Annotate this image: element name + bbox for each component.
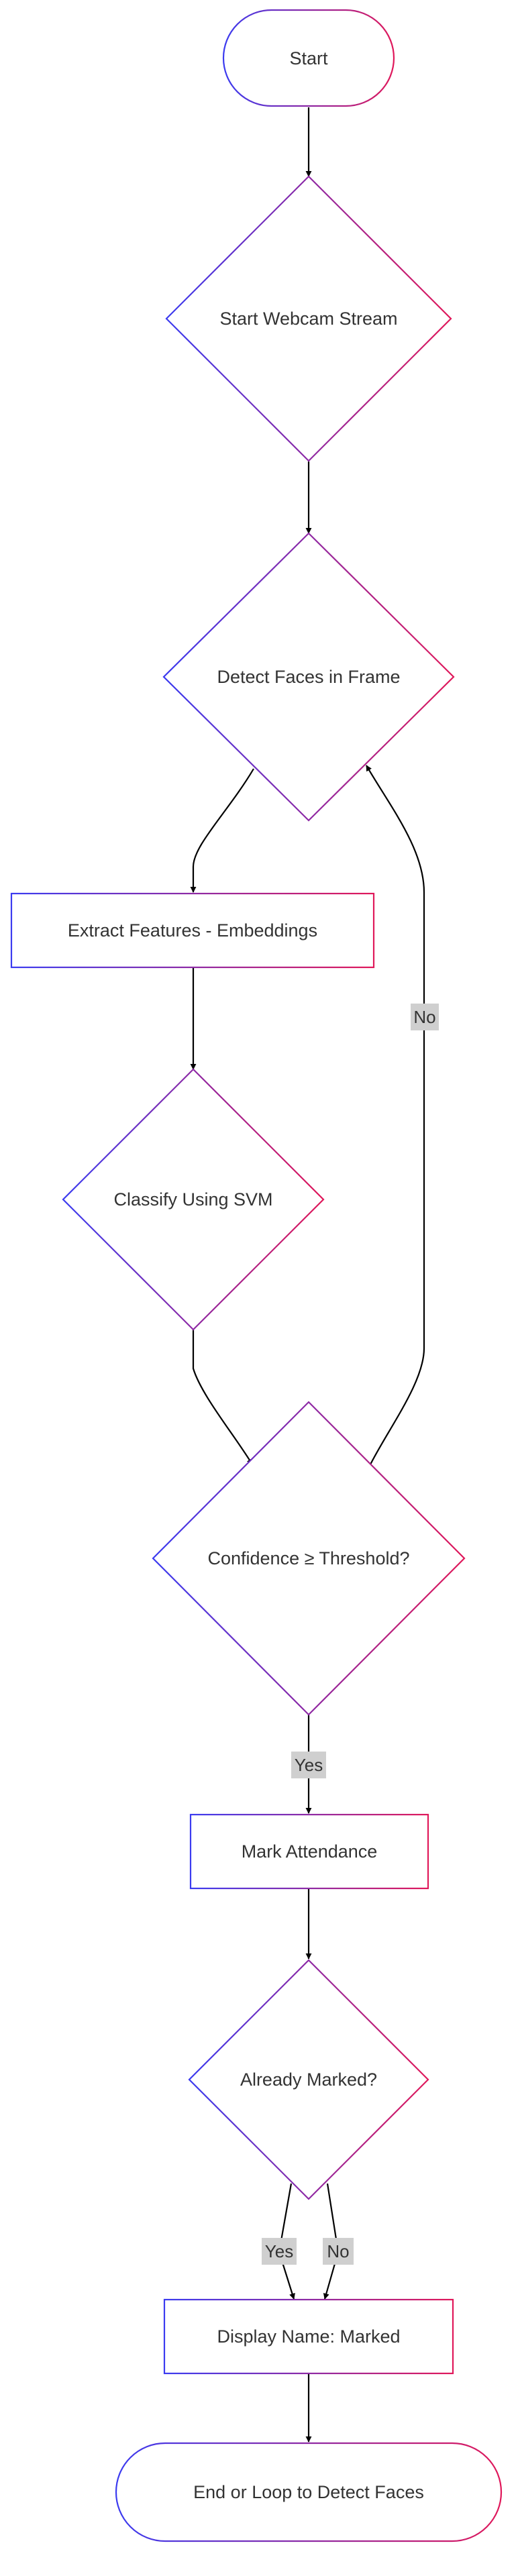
svg-text:Confidence ≥ Threshold?: Confidence ≥ Threshold?: [207, 1548, 409, 1568]
svg-text:Mark Attendance: Mark Attendance: [242, 1841, 378, 1862]
edge-label-yes-already: Yes: [262, 2238, 297, 2265]
svg-text:Start: Start: [289, 48, 328, 68]
node-already-marked: Already Marked?: [188, 1959, 429, 2200]
svg-text:No: No: [413, 1007, 435, 1027]
node-mark-attendance: Mark Attendance: [189, 1813, 429, 1890]
edge-classify-to-confidence: [192, 1330, 253, 1465]
svg-text:Yes: Yes: [295, 1755, 323, 1775]
svg-text:No: No: [327, 2241, 349, 2261]
svg-text:Extract Features - Embeddings: Extract Features - Embeddings: [68, 920, 317, 941]
edge-detect-to-extract: [190, 768, 254, 893]
svg-text:Display Name: Marked: Display Name: Marked: [217, 2326, 400, 2347]
node-end-or-loop: End or Loop to Detect Faces: [115, 2442, 503, 2542]
node-start-webcam-stream: Start Webcam Stream: [165, 175, 452, 462]
edge-label-no-already: No: [323, 2238, 354, 2265]
svg-text:End or Loop to Detect Faces: End or Loop to Detect Faces: [193, 2482, 424, 2502]
svg-text:Already Marked?: Already Marked?: [240, 2070, 377, 2090]
edge-label-yes-confidence: Yes: [291, 1752, 326, 1778]
node-classify-svm: Classify Using SVM: [62, 1068, 325, 1331]
node-extract-features: Extract Features - Embeddings: [10, 892, 375, 969]
svg-text:Classify Using SVM: Classify Using SVM: [113, 1189, 272, 1210]
node-detect-faces: Detect Faces in Frame: [162, 532, 455, 822]
node-display-name-marked: Display Name: Marked: [163, 2298, 454, 2375]
svg-text:Detect Faces in Frame: Detect Faces in Frame: [217, 667, 400, 687]
node-start: Start: [222, 9, 395, 107]
edge-label-no-loop: No: [411, 1004, 439, 1030]
node-confidence-threshold: Confidence ≥ Threshold?: [152, 1401, 466, 1716]
svg-text:Yes: Yes: [265, 2241, 293, 2261]
edge-confidence-to-detect-no: [366, 765, 425, 1465]
svg-text:Start Webcam Stream: Start Webcam Stream: [219, 309, 397, 329]
